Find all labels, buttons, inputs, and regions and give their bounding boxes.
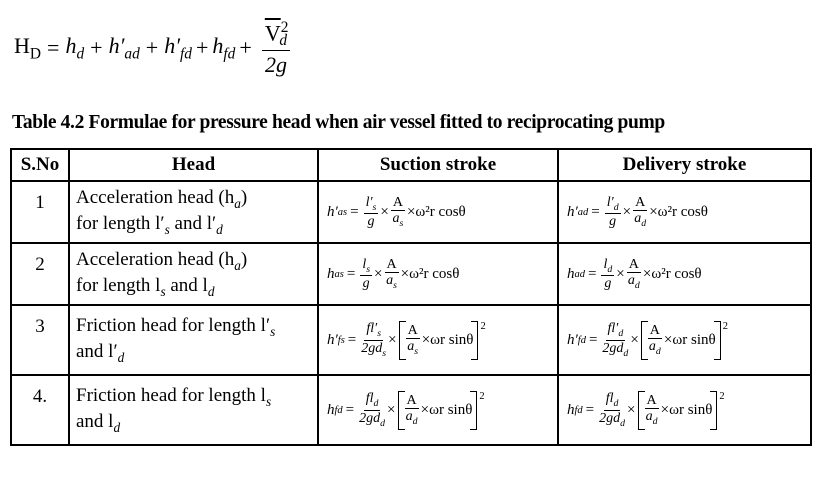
- eq-velocity-fraction: V2d 2g: [261, 19, 291, 78]
- row-head-description: Acceleration head (ha)for length l′s and…: [68, 179, 319, 245]
- table-title: Table 4.2 Formulae for pressure head whe…: [12, 112, 665, 133]
- row-sno: 4.: [10, 374, 70, 447]
- eq-equals: =: [47, 35, 60, 60]
- row-sno: 3: [10, 304, 70, 377]
- header-delivery: Delivery stroke: [557, 148, 812, 182]
- row-sno: 1: [10, 179, 70, 245]
- eq-plus: +: [90, 35, 103, 60]
- eq-term-2: h′ad: [108, 32, 140, 63]
- header-head: Head: [68, 148, 319, 182]
- row-sno: 2: [10, 242, 70, 307]
- formula-table: S.No Head Suction stroke Delivery stroke…: [10, 148, 812, 447]
- pressure-head-equation: HD = hd + h′ad + h′fd + hfd + V2d 2g: [14, 16, 291, 80]
- header-sno: S.No: [10, 148, 70, 182]
- eq-term-1: hd: [65, 32, 85, 63]
- header-suction: Suction stroke: [317, 148, 559, 182]
- eq-plus: +: [195, 35, 209, 60]
- eq-plus: +: [145, 35, 159, 60]
- eq-plus: +: [239, 35, 252, 60]
- eq-term-4: hfd: [212, 32, 236, 63]
- eq-term-3: h′fd: [164, 32, 192, 63]
- table-header-row: S.No Head Suction stroke Delivery stroke: [10, 148, 812, 182]
- eq-lhs: HD: [14, 32, 42, 63]
- row-head-description: Acceleration head (ha)for length ls and …: [68, 242, 319, 307]
